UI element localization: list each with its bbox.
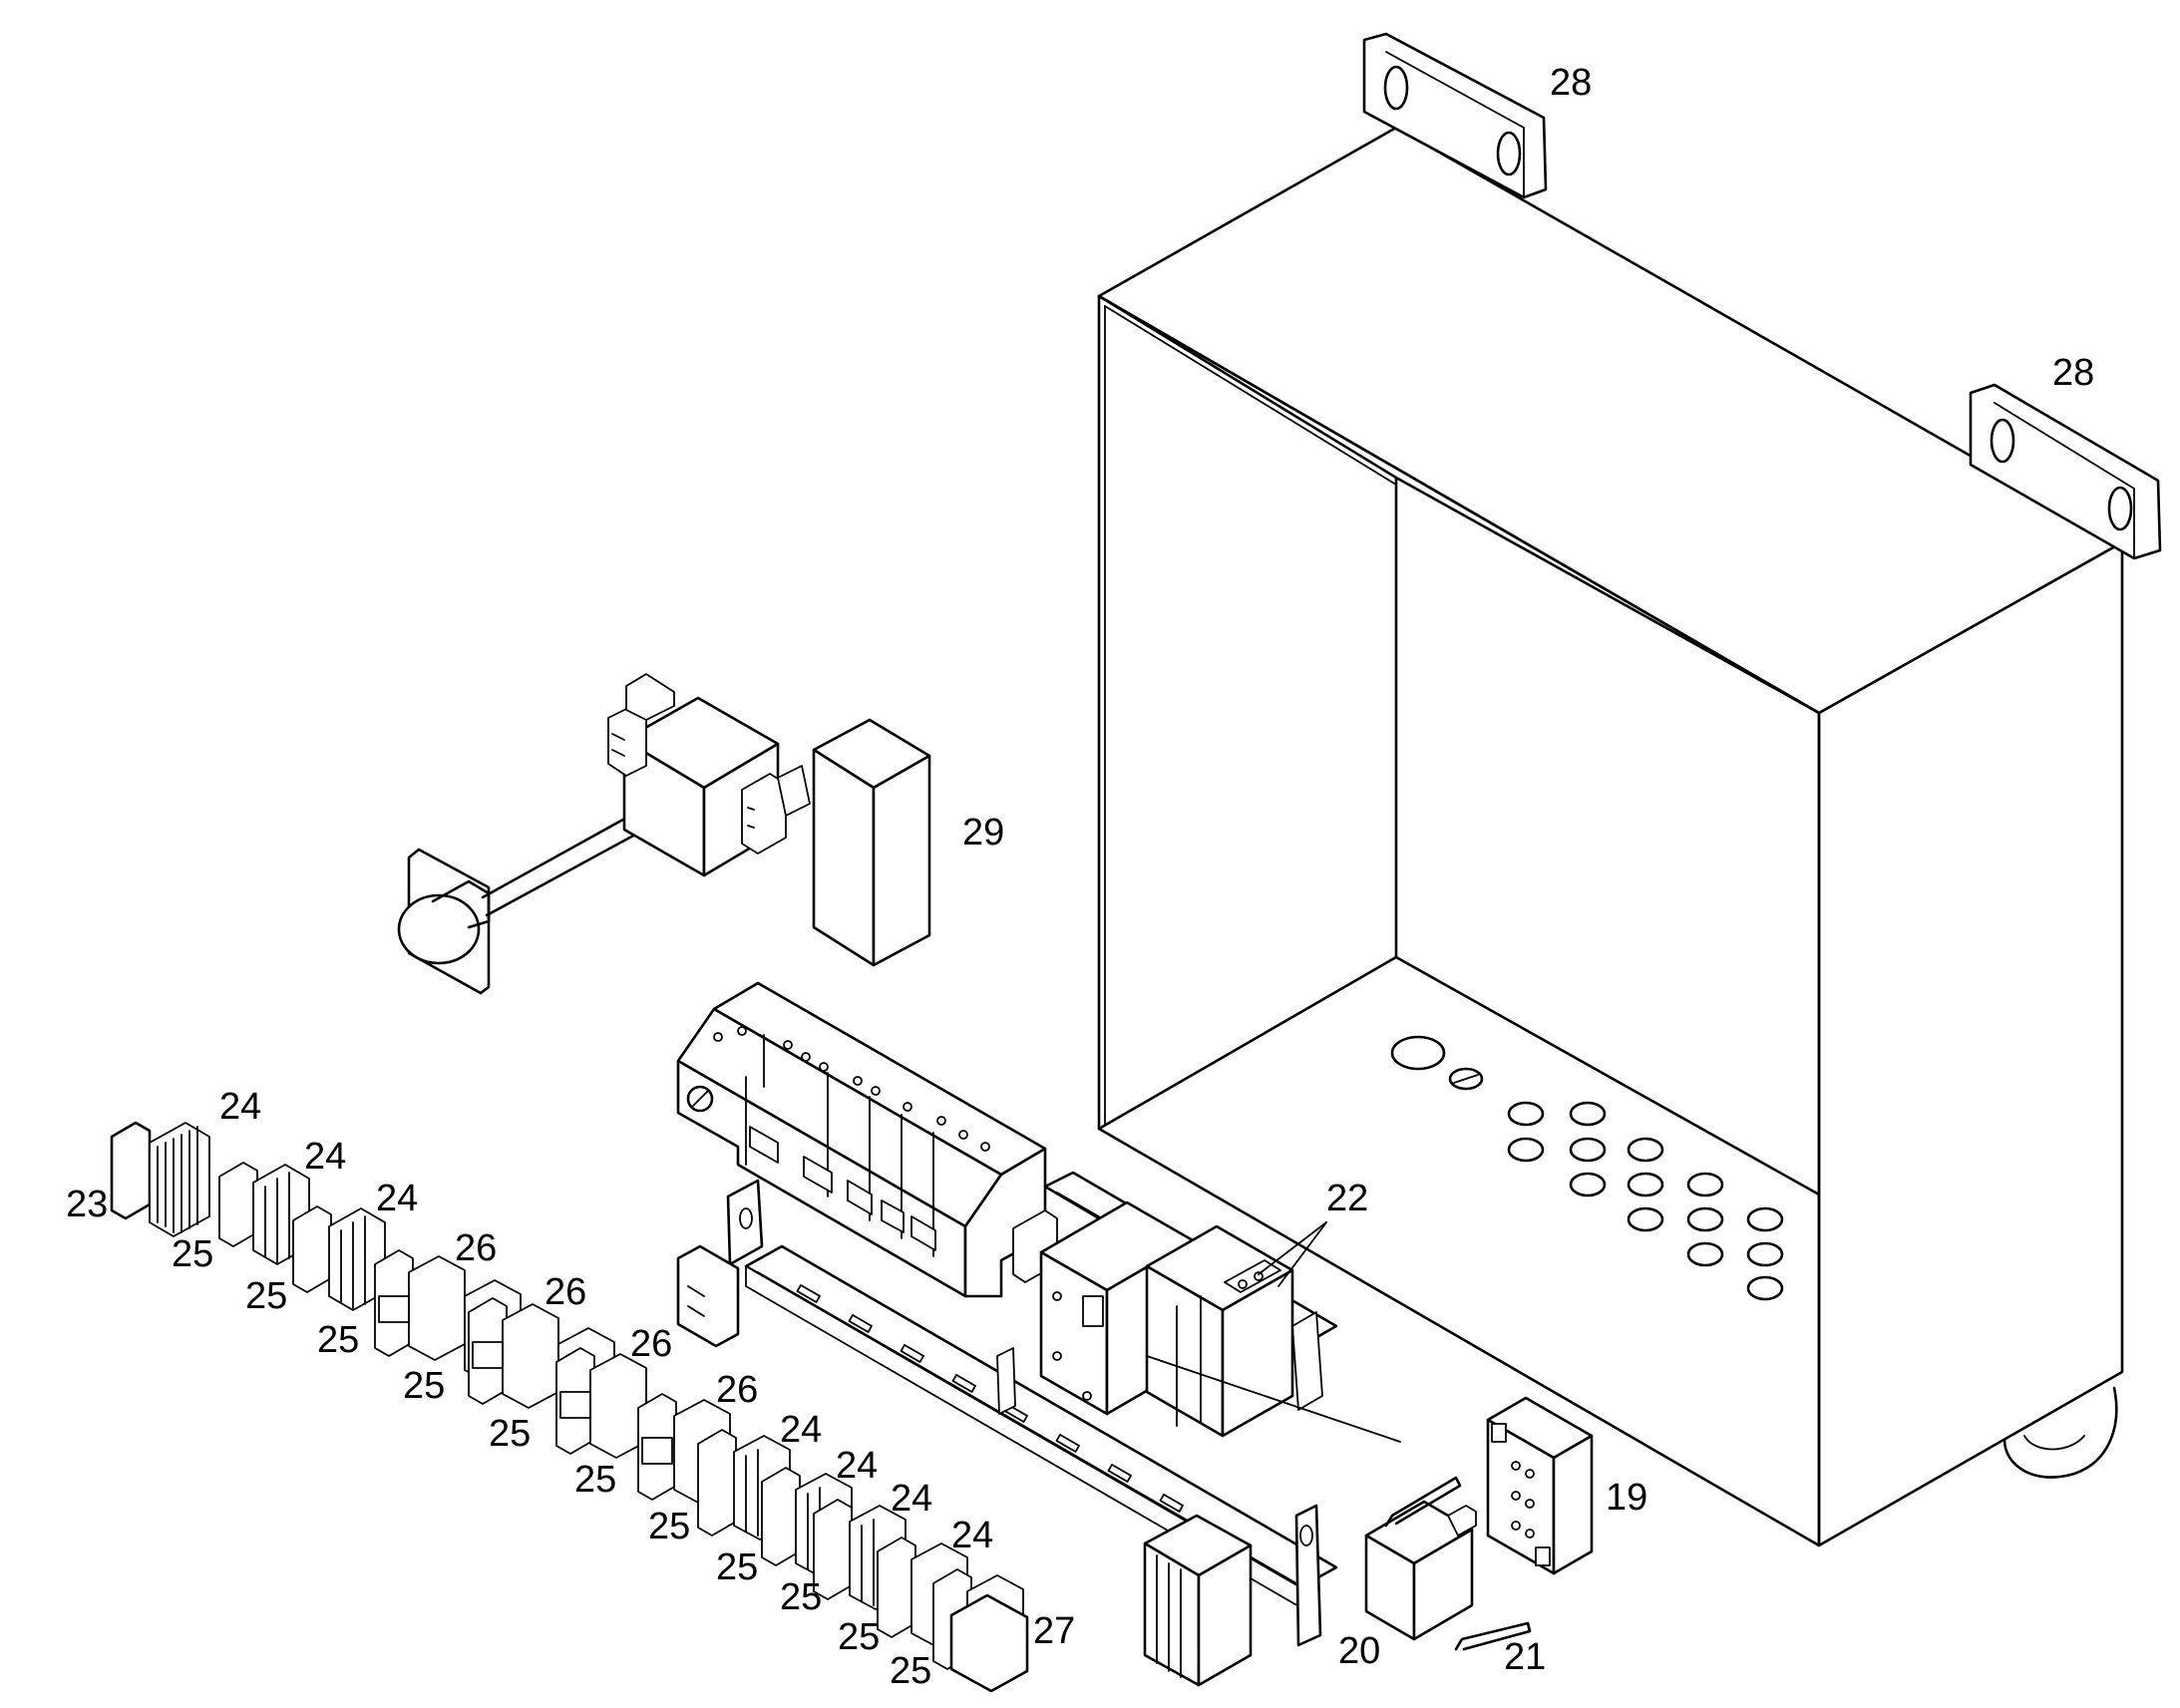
- retaining-clip-upper: [1384, 1476, 1462, 1528]
- callout-labels: 28 28 29 22 19 20 21 27 23 24 24 24 24 2…: [66, 62, 2094, 1692]
- callout-24-e: 24: [836, 1445, 878, 1487]
- callout-25-i: 25: [780, 1576, 822, 1618]
- callout-27: 27: [1033, 1610, 1075, 1652]
- leader-lines: [1258, 1221, 1327, 1287]
- callout-26-d: 26: [716, 1369, 758, 1411]
- callout-26-c: 26: [630, 1323, 672, 1365]
- callout-24-d: 24: [780, 1409, 822, 1451]
- callout-24-f: 24: [891, 1478, 932, 1520]
- rotary-disconnect-switch: [397, 673, 931, 995]
- callout-25-k: 25: [890, 1650, 931, 1692]
- callout-25-f: 25: [574, 1459, 616, 1501]
- callout-21: 21: [1504, 1636, 1546, 1678]
- callout-24-b: 24: [304, 1136, 346, 1178]
- callout-28-top: 28: [1550, 62, 1592, 104]
- callout-20: 20: [1338, 1630, 1380, 1672]
- mounting-bracket-top: [1362, 32, 1548, 199]
- callout-28-right: 28: [2052, 352, 2094, 394]
- callout-25-j: 25: [838, 1616, 880, 1658]
- callout-25-d: 25: [403, 1365, 445, 1407]
- callout-19: 19: [1606, 1477, 1647, 1519]
- callout-25-g: 25: [648, 1506, 690, 1547]
- mounting-bracket-right: [1969, 383, 2162, 560]
- retaining-clip-lower: [1454, 1621, 1532, 1651]
- callout-26-b: 26: [545, 1271, 586, 1313]
- callout-29: 29: [962, 812, 1004, 854]
- plug-in-relay: [1364, 1500, 1477, 1641]
- callout-26-a: 26: [455, 1227, 497, 1269]
- callout-25-e: 25: [489, 1413, 531, 1455]
- callout-25-h: 25: [716, 1546, 758, 1588]
- relay-socket: [1486, 1396, 1594, 1575]
- transformer: [1143, 1514, 1253, 1687]
- callout-25-a: 25: [172, 1233, 213, 1275]
- enclosure-box: [1097, 126, 2124, 1547]
- callout-24-g: 24: [951, 1515, 993, 1556]
- callout-22: 22: [1326, 1178, 1368, 1219]
- din-rail: [676, 1179, 1338, 1647]
- contactor-assembly: [1039, 1200, 1401, 1443]
- callout-23: 23: [66, 1184, 108, 1225]
- callout-24-c: 24: [376, 1178, 418, 1219]
- terminal-block-row: [110, 1121, 1029, 1693]
- circuit-breaker-row: [676, 981, 1058, 1298]
- callout-24-a: 24: [219, 1086, 261, 1128]
- callout-25-b: 25: [245, 1275, 287, 1317]
- callout-25-c: 25: [317, 1319, 359, 1361]
